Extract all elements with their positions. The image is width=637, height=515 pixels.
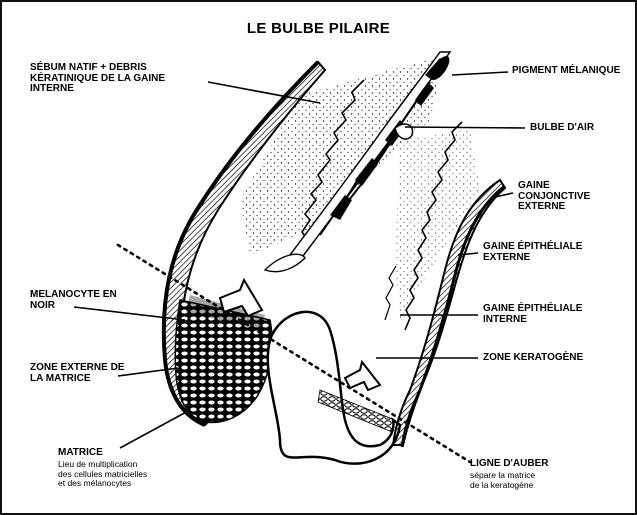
label-bulbe-air: BULBE D'AIR [530, 123, 594, 134]
lens-shape [265, 254, 305, 271]
label-gaine-epi-interne: GAINE ÉPITHÉLIALE INTERNE [483, 304, 582, 325]
dermal-papilla [268, 312, 400, 464]
page-title: LE BULBE PILAIRE [0, 20, 637, 37]
label-ligne-auber-desc: sépare la matrice de la keratogène [470, 471, 535, 490]
inner-sheath-right-zigzag-2 [385, 266, 396, 320]
label-gaine-conjonctive: GAINE CONJONCTIVE EXTERNE [518, 181, 590, 213]
label-zone-keratogene: ZONE KERATOGÈNE [483, 353, 583, 364]
migration-arrow-right [345, 362, 380, 390]
label-gaine-epi-externe: GAINE ÉPITHÉLIALE EXTERNE [483, 242, 582, 263]
label-zone-externe: ZONE EXTERNE DE LA MATRICE [30, 363, 124, 384]
label-matrice: MATRICE [58, 448, 103, 459]
label-melanocyte: MELANOCYTE EN NOIR [30, 290, 117, 311]
label-pigment: PIGMENT MÉLANIQUE [512, 66, 620, 77]
label-sebum: SÉBUM NATIF + DEBRIS KÉRATINIQUE DE LA G… [30, 63, 165, 95]
label-matrice-desc: Lieu de multiplication des cellules matr… [58, 460, 147, 489]
label-ligne-auber: LIGNE D'AUBER [470, 459, 549, 470]
